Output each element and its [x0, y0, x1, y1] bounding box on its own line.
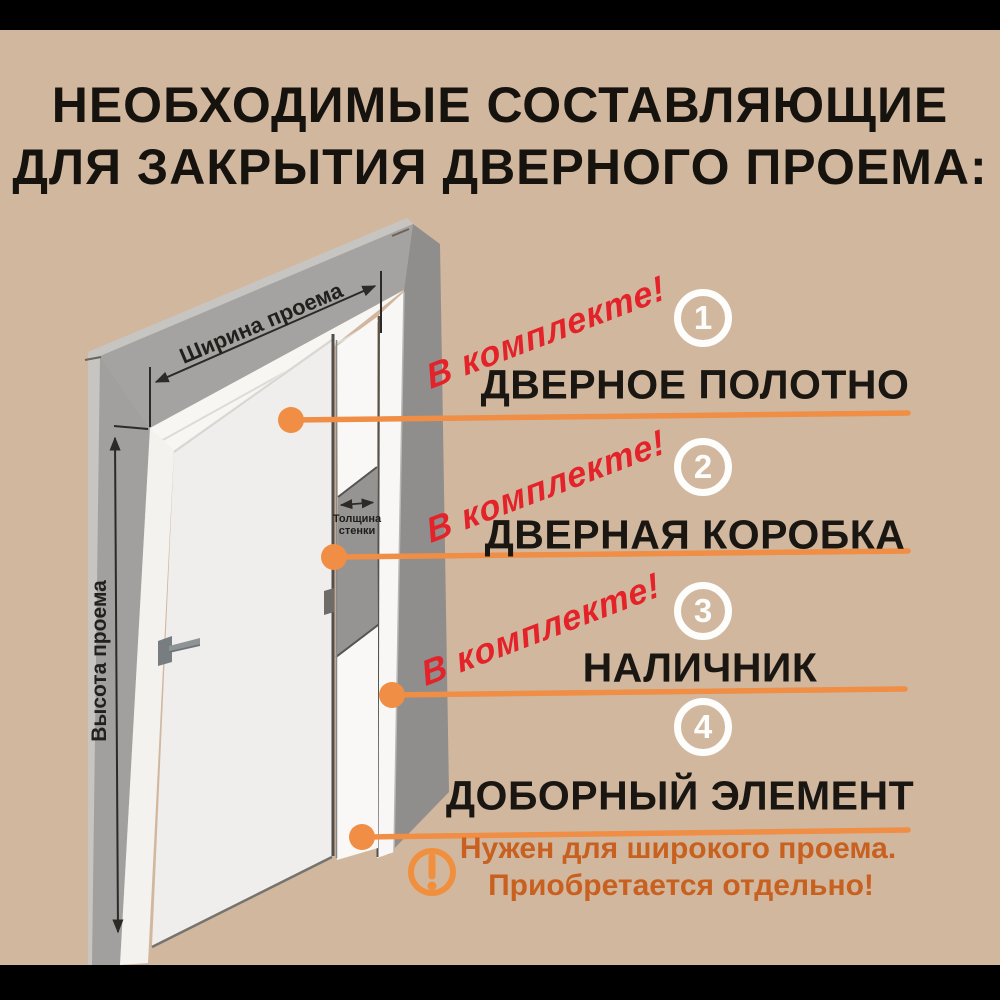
casing-and-extensions: [331, 291, 405, 860]
bottom-letterbox-bar: [0, 965, 1000, 1000]
item-label-door-frame: ДВЕРНАЯ КОРОБКА: [484, 511, 906, 558]
connector-lines: [288, 410, 911, 840]
connector-dot-2: [321, 544, 347, 570]
extension-panel-upper: [337, 317, 377, 497]
item-number-3: 3: [674, 582, 732, 640]
width-dimension-arrow: [154, 285, 377, 383]
connector-dot-4: [349, 824, 375, 850]
corner-tick-right: [391, 228, 410, 237]
height-dimension-arrow: [109, 436, 124, 934]
thickness-dimension-arrow: [339, 498, 375, 510]
item-number-1-text: 1: [693, 299, 713, 336]
exclamation-icon: [408, 848, 456, 896]
door-leaf: [151, 338, 333, 949]
item-number-4: 4: [674, 698, 732, 756]
door-frame-left-jamb: [120, 428, 174, 965]
item-label-door-leaf: ДВЕРНОЕ ПОЛОТНО: [480, 361, 910, 408]
door-handle: [158, 636, 201, 666]
page-title-line1: НЕОБХОДИМЫЕ СОСТАВЛЯЮЩИЕ: [51, 77, 949, 133]
connector-line-2: [331, 548, 911, 560]
top-letterbox-bar: [0, 0, 1000, 30]
casing-board: [377, 292, 404, 858]
item-number-2-text: 2: [693, 448, 713, 485]
connector-line-4: [359, 827, 911, 840]
footnote-line2: Приобретается отдельно!: [488, 869, 874, 902]
connector-dot-3: [379, 682, 405, 708]
dimension-lines: [109, 271, 382, 934]
item-label-casing: НАЛИЧНИК: [582, 644, 818, 691]
item-number-3-text: 3: [693, 592, 713, 629]
connector-dots: [278, 407, 405, 850]
door-latch: [324, 588, 334, 615]
wall-thickness-section: [336, 467, 378, 656]
item-number-1: 1: [674, 289, 732, 347]
page-title-line2: ДЛЯ ЗАКРЫТИЯ ДВЕРНОГО ПРОЕМА:: [12, 139, 988, 195]
connector-dot-1: [278, 407, 304, 433]
connector-line-1: [288, 410, 911, 423]
item-label-extension: ДОБОРНЫЙ ЭЛЕМЕНТ: [445, 772, 915, 819]
extension-panel-lower: [336, 626, 378, 860]
item-number-2: 2: [674, 438, 732, 496]
connector-line-3: [389, 686, 908, 698]
thickness-label-line2: стенки: [339, 525, 376, 537]
thickness-label-line1: Толщина: [333, 513, 382, 525]
item-number-4-text: 4: [693, 708, 713, 745]
corner-tick-left: [84, 356, 102, 361]
footnote-line1: Нужен для широкого проема.: [459, 832, 897, 865]
height-dimension-label: Высота проема: [88, 580, 111, 742]
